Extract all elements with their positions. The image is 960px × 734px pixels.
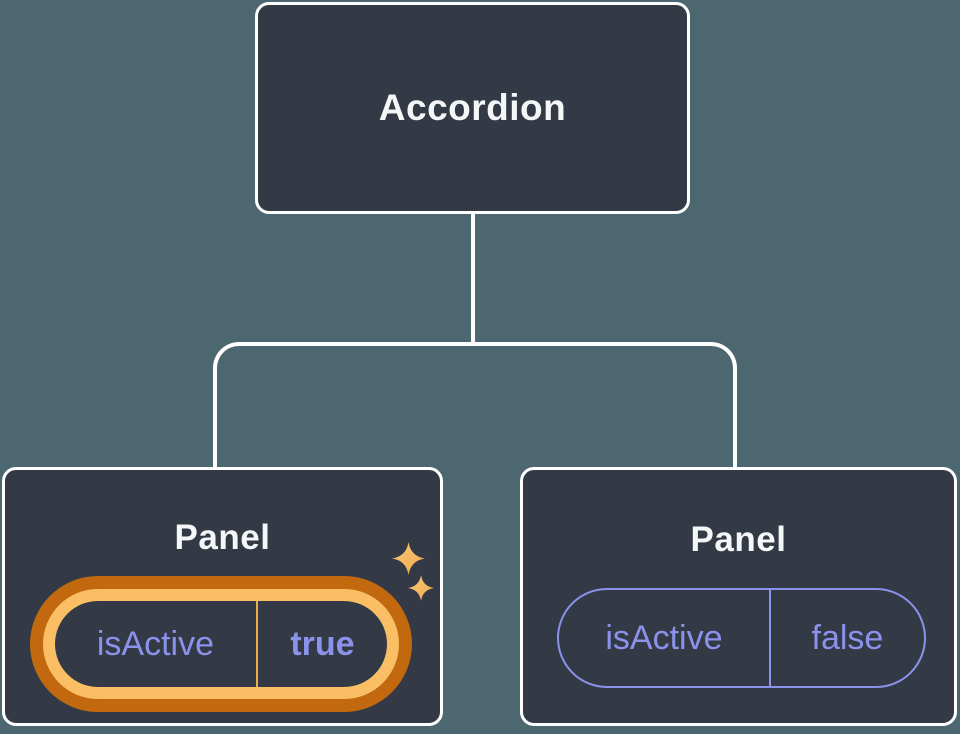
state-pill-inactive: isActive false bbox=[557, 588, 926, 688]
accordion-label: Accordion bbox=[378, 87, 567, 128]
panel-label: Panel bbox=[174, 518, 271, 557]
sparkle-icon bbox=[392, 542, 425, 575]
connector-root-stem bbox=[471, 212, 475, 346]
prop-name: isActive bbox=[96, 624, 214, 663]
node-accordion: Accordion bbox=[255, 2, 690, 214]
connector-children-bracket bbox=[213, 342, 737, 468]
panel-label: Panel bbox=[690, 520, 787, 559]
state-pill-body: isActive true bbox=[55, 601, 387, 687]
state-pill-active: isActive true bbox=[30, 576, 412, 712]
node-panel-active: Panel isActive true bbox=[2, 467, 443, 726]
prop-value: true bbox=[255, 601, 387, 687]
prop-value: false bbox=[768, 590, 924, 686]
sparkle-icon bbox=[408, 575, 434, 601]
node-panel-inactive: Panel isActive false bbox=[520, 467, 957, 726]
state-pill-gold-ring: isActive true bbox=[43, 589, 399, 699]
prop-name: isActive bbox=[605, 618, 723, 657]
